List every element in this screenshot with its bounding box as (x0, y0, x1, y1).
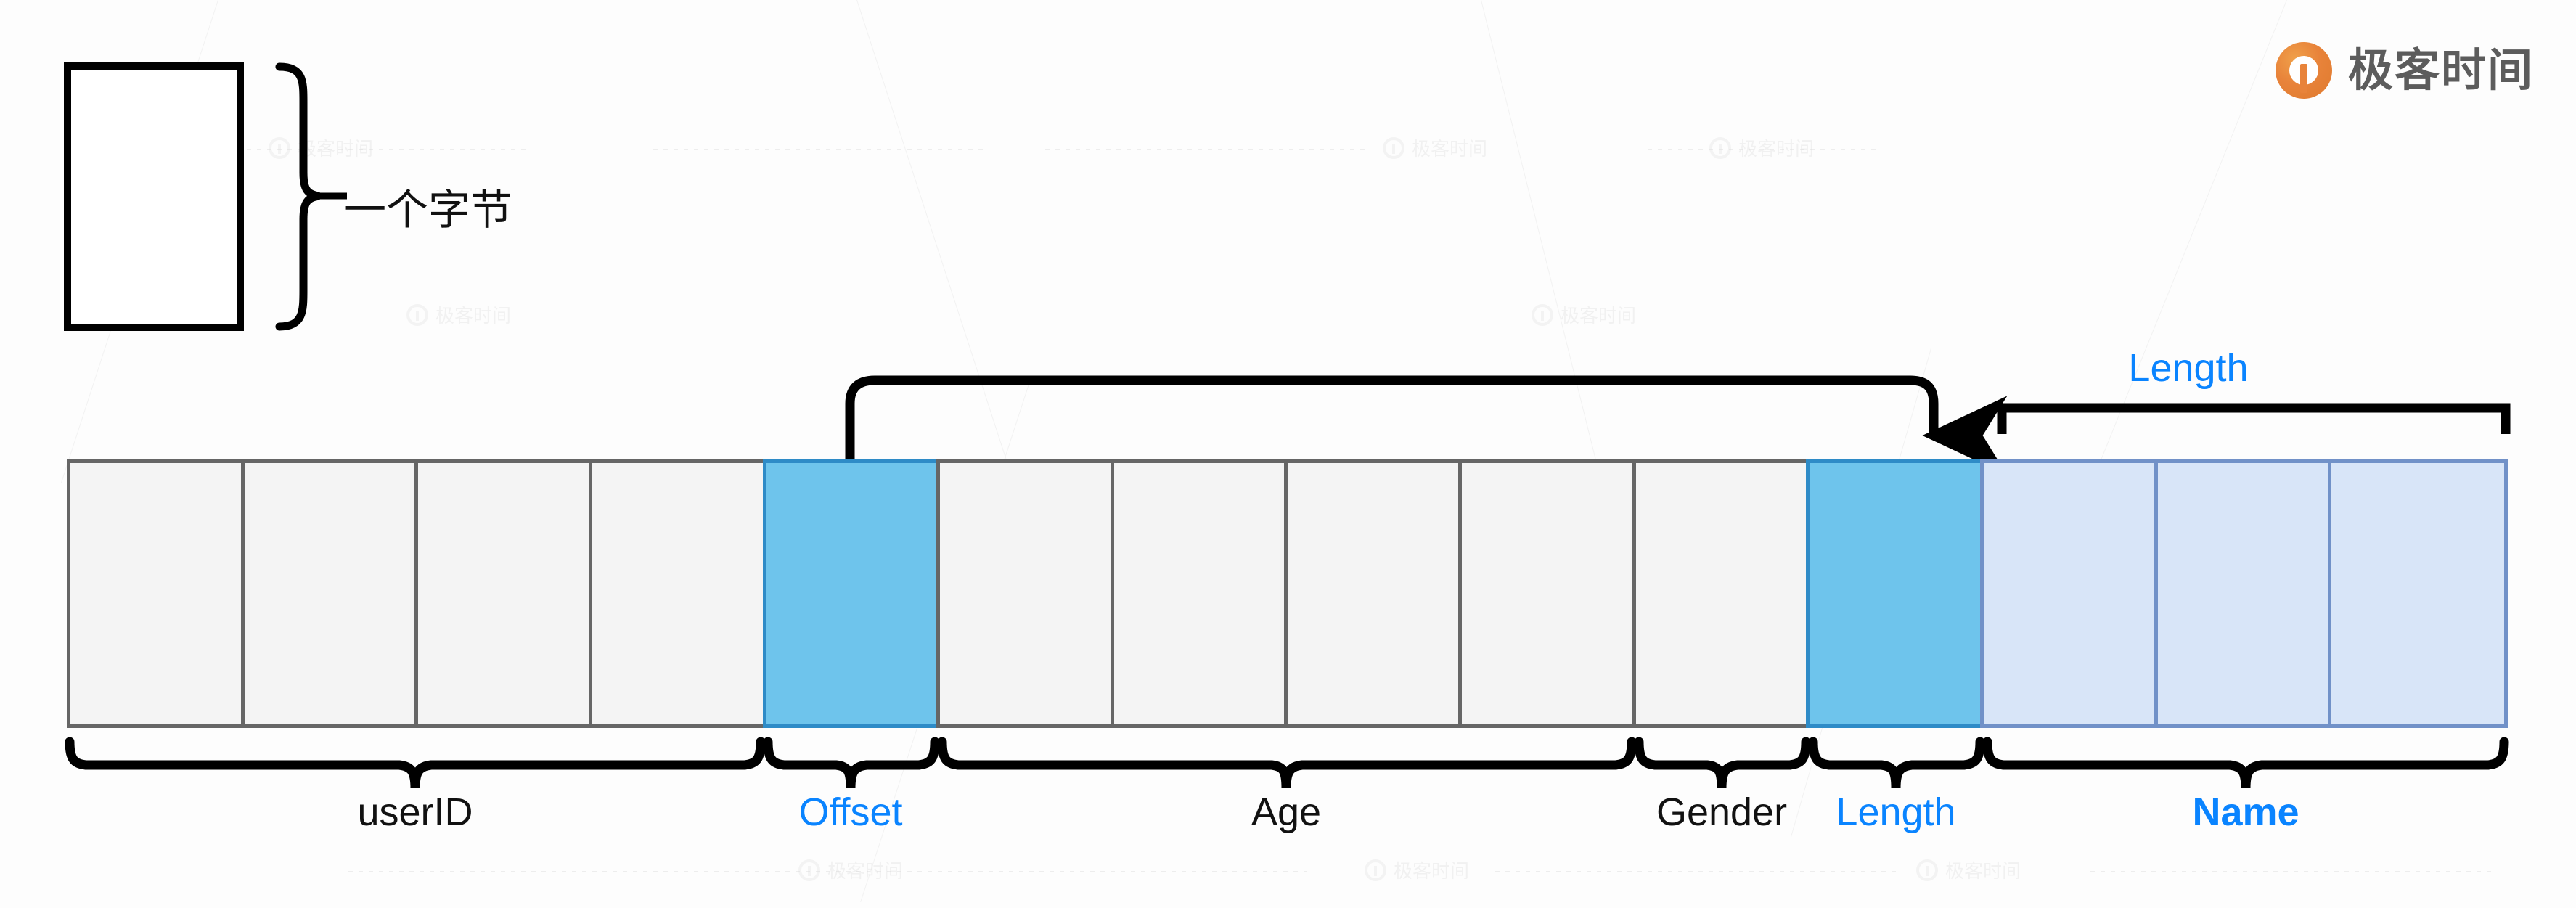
byte-cell[interactable] (67, 459, 245, 728)
byte-cell[interactable] (936, 459, 1114, 728)
elbow-arrow-icon (845, 375, 2008, 475)
brace-userid-icon (65, 737, 766, 789)
brand-name: 极客时间 (2348, 44, 2535, 97)
segment-label-offset: Offset (798, 790, 903, 834)
byte-cell-length[interactable] (1806, 459, 1984, 728)
geektime-logo-icon (2276, 42, 2332, 99)
top-length-label: Length (2128, 346, 2249, 390)
legend-byte-box (64, 62, 244, 331)
byte-cell[interactable] (1284, 459, 1463, 728)
brace-offset-icon (763, 737, 940, 789)
byte-cell[interactable] (588, 459, 766, 728)
right-curly-brace-icon (275, 62, 320, 331)
brand-logo: 极客时间 (2276, 42, 2534, 99)
byte-cell[interactable] (240, 459, 419, 728)
brace-gender-icon (1634, 737, 1811, 789)
segment-label-userid: userID (357, 790, 473, 834)
byte-cell[interactable] (414, 459, 592, 728)
byte-strip (67, 459, 2508, 728)
segment-label-length: Length (1836, 790, 1956, 834)
brace-age-icon (937, 737, 1637, 789)
legend-label: 一个字节 (344, 185, 513, 234)
byte-cell-name[interactable] (2154, 459, 2332, 728)
byte-cell-offset[interactable] (762, 459, 941, 728)
segment-label-gender: Gender (1656, 790, 1788, 834)
brace-name-icon (1982, 737, 2509, 789)
brace-length-icon (1808, 737, 1985, 789)
segment-label-name: Name (2192, 790, 2299, 834)
segment-label-age: Age (1251, 790, 1322, 834)
byte-cell-name[interactable] (2328, 459, 2508, 728)
